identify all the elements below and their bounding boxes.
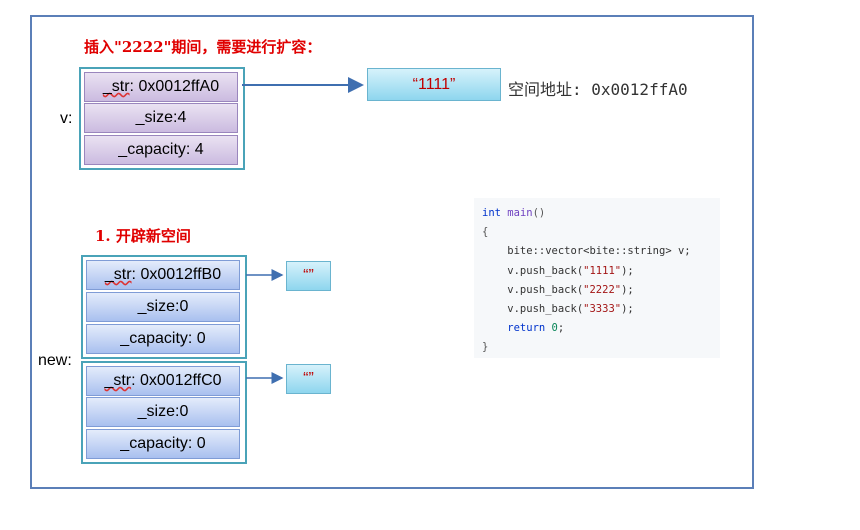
str-field-value: : 0x0012ffC0: [131, 372, 222, 389]
field-str-v: _str: 0x0012ffA0: [84, 72, 238, 102]
code-line: return 0;: [482, 322, 565, 335]
code-line: {: [482, 226, 489, 239]
str-field-name: _str: [104, 266, 132, 283]
field-size-new2: _size:0: [86, 397, 240, 427]
str-field-name: _str: [104, 372, 132, 389]
string-box-1111: “1111”: [367, 68, 501, 101]
code-line: v.push_back("3333");: [482, 302, 634, 315]
new-struct-1: _str: 0x0012ffB0 _size:0 _capacity: 0: [81, 255, 247, 359]
code-line: int main(): [482, 207, 546, 219]
field-capacity-new2: _capacity: 0: [86, 429, 240, 459]
code-line: v.push_back("2222");: [482, 283, 634, 296]
field-size-new1: _size:0: [86, 292, 240, 322]
new-struct-2: _str: 0x0012ffC0 _size:0 _capacity: 0: [81, 361, 247, 464]
string-box-empty-1: “”: [286, 261, 331, 291]
code-line: }: [482, 341, 489, 354]
code-line: bite::vector<bite::string> v;: [482, 245, 691, 258]
field-size-v: _size:4: [84, 103, 238, 133]
heading-insert: 插入"2222"期间，需要进行扩容：: [84, 38, 322, 56]
field-capacity-v: _capacity: 4: [84, 135, 238, 165]
field-capacity-new1: _capacity: 0: [86, 324, 240, 354]
label-v: v:: [60, 110, 73, 127]
code-block: int main() { bite::vector<bite::string> …: [474, 198, 720, 358]
label-new: new:: [38, 352, 72, 369]
field-str-new1: _str: 0x0012ffB0: [86, 260, 240, 290]
str-field-value: : 0x0012ffA0: [129, 78, 220, 95]
heading-step1: 1. 开辟新空间: [95, 227, 191, 245]
code-line: v.push_back("1111");: [482, 264, 634, 277]
str-field-name: _str: [102, 78, 130, 95]
vector-v-struct: _str: 0x0012ffA0 _size:4 _capacity: 4: [79, 67, 245, 170]
str-field-value: : 0x0012ffB0: [131, 266, 222, 283]
address-label: 空间地址: 0x0012ffA0: [508, 80, 688, 99]
string-box-empty-2: “”: [286, 364, 331, 394]
field-str-new2: _str: 0x0012ffC0: [86, 366, 240, 396]
